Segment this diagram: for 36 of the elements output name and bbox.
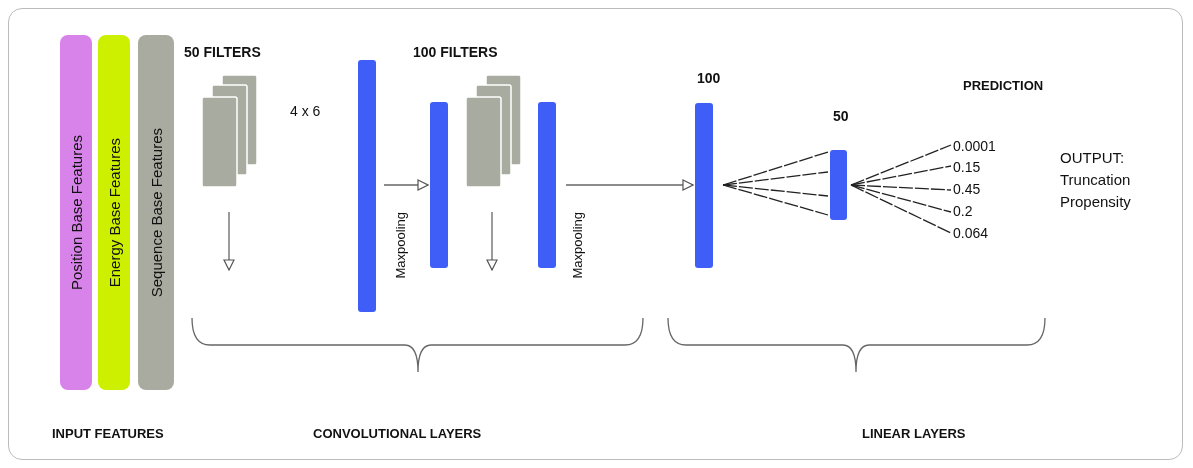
output-value: 0.0001 [953, 138, 1023, 158]
section-heading: PREDICTION [963, 78, 1044, 93]
section-heading: INPUT FEATURES [52, 426, 164, 441]
annotation-text: 4 x 6 [290, 103, 321, 119]
output-value: 0.45 [953, 181, 1023, 201]
output-value: 0.2 [953, 203, 1023, 223]
operation-label: Maxpooling [393, 212, 408, 279]
connector-line [722, 171, 829, 186]
feature-band: Sequence Base Features [138, 35, 174, 390]
connector-line [850, 184, 952, 213]
layer-size-label: 100 FILTERS [413, 44, 498, 60]
connector-line [850, 184, 952, 234]
layer-bar [695, 103, 713, 268]
layer-bar [538, 102, 556, 268]
connector-line [850, 184, 952, 191]
layer-bar [358, 60, 376, 312]
connector-line [722, 184, 829, 216]
layer-size-label: 50 FILTERS [184, 44, 261, 60]
arrow [383, 179, 429, 191]
layer-size-label: 50 [833, 108, 849, 124]
output-value: 0.15 [953, 159, 1023, 179]
connector-line [850, 144, 952, 186]
layer-size-label: 100 [697, 70, 721, 86]
annotation-text: OUTPUT: Truncation Propensity [1060, 148, 1132, 212]
feature-band: Position Base Features [60, 35, 92, 390]
layer-bar [430, 102, 448, 268]
arrow [565, 179, 694, 191]
operation-label: Maxpooling [570, 212, 585, 279]
feature-band: Energy Base Features [98, 35, 130, 390]
filter-stack-drawing [466, 75, 521, 187]
section-heading: LINEAR LAYERS [862, 426, 966, 441]
connector-line [722, 184, 829, 197]
layer-bar [830, 150, 847, 220]
section-heading: CONVOLUTIONAL LAYERS [313, 426, 482, 441]
filter-stack-drawing [202, 75, 257, 187]
output-value: 0.064 [953, 225, 1023, 245]
